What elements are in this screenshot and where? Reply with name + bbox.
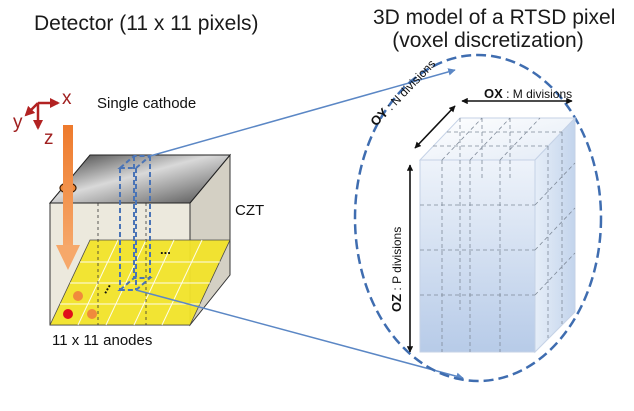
voxel-cuboid	[418, 116, 577, 354]
anode-dot-red	[63, 309, 73, 319]
ox-axis-name: OX	[484, 86, 503, 101]
ox-divisions-text: : M divisions	[502, 87, 573, 101]
connector-top	[149, 68, 456, 157]
anode-dot-orange	[87, 309, 97, 319]
left-title: Detector (11 x 11 pixels)	[34, 12, 259, 35]
cathode-label: Single cathode	[97, 95, 197, 112]
cathode-top-face	[48, 154, 232, 204]
right-title-line2: (voxel discretization)	[392, 29, 584, 52]
connector-bottom	[135, 289, 464, 380]
oz-divisions-text: : P divisions	[390, 226, 404, 294]
detector-block	[24, 98, 232, 327]
zoom-ellipse	[353, 53, 603, 383]
ox-label: OX : M divisions	[484, 86, 572, 101]
oz-axis-name: OZ	[389, 293, 404, 312]
anode-ellipsis: ...	[160, 242, 171, 257]
drift-arrow	[56, 125, 80, 270]
oy-dimension-arrow	[414, 105, 456, 149]
anode-dot-orange	[73, 291, 83, 301]
anodes-label: 11 x 11 anodes	[52, 332, 153, 349]
right-title-line1: 3D model of a RTSD pixel	[373, 6, 616, 29]
axes-triad	[24, 98, 60, 130]
axis-y-label: y	[13, 112, 23, 133]
oz-label: OZ : P divisions	[389, 227, 404, 312]
axis-z-label: z	[44, 128, 54, 149]
czt-label: CZT	[235, 202, 265, 219]
axis-x-label: x	[62, 88, 72, 109]
